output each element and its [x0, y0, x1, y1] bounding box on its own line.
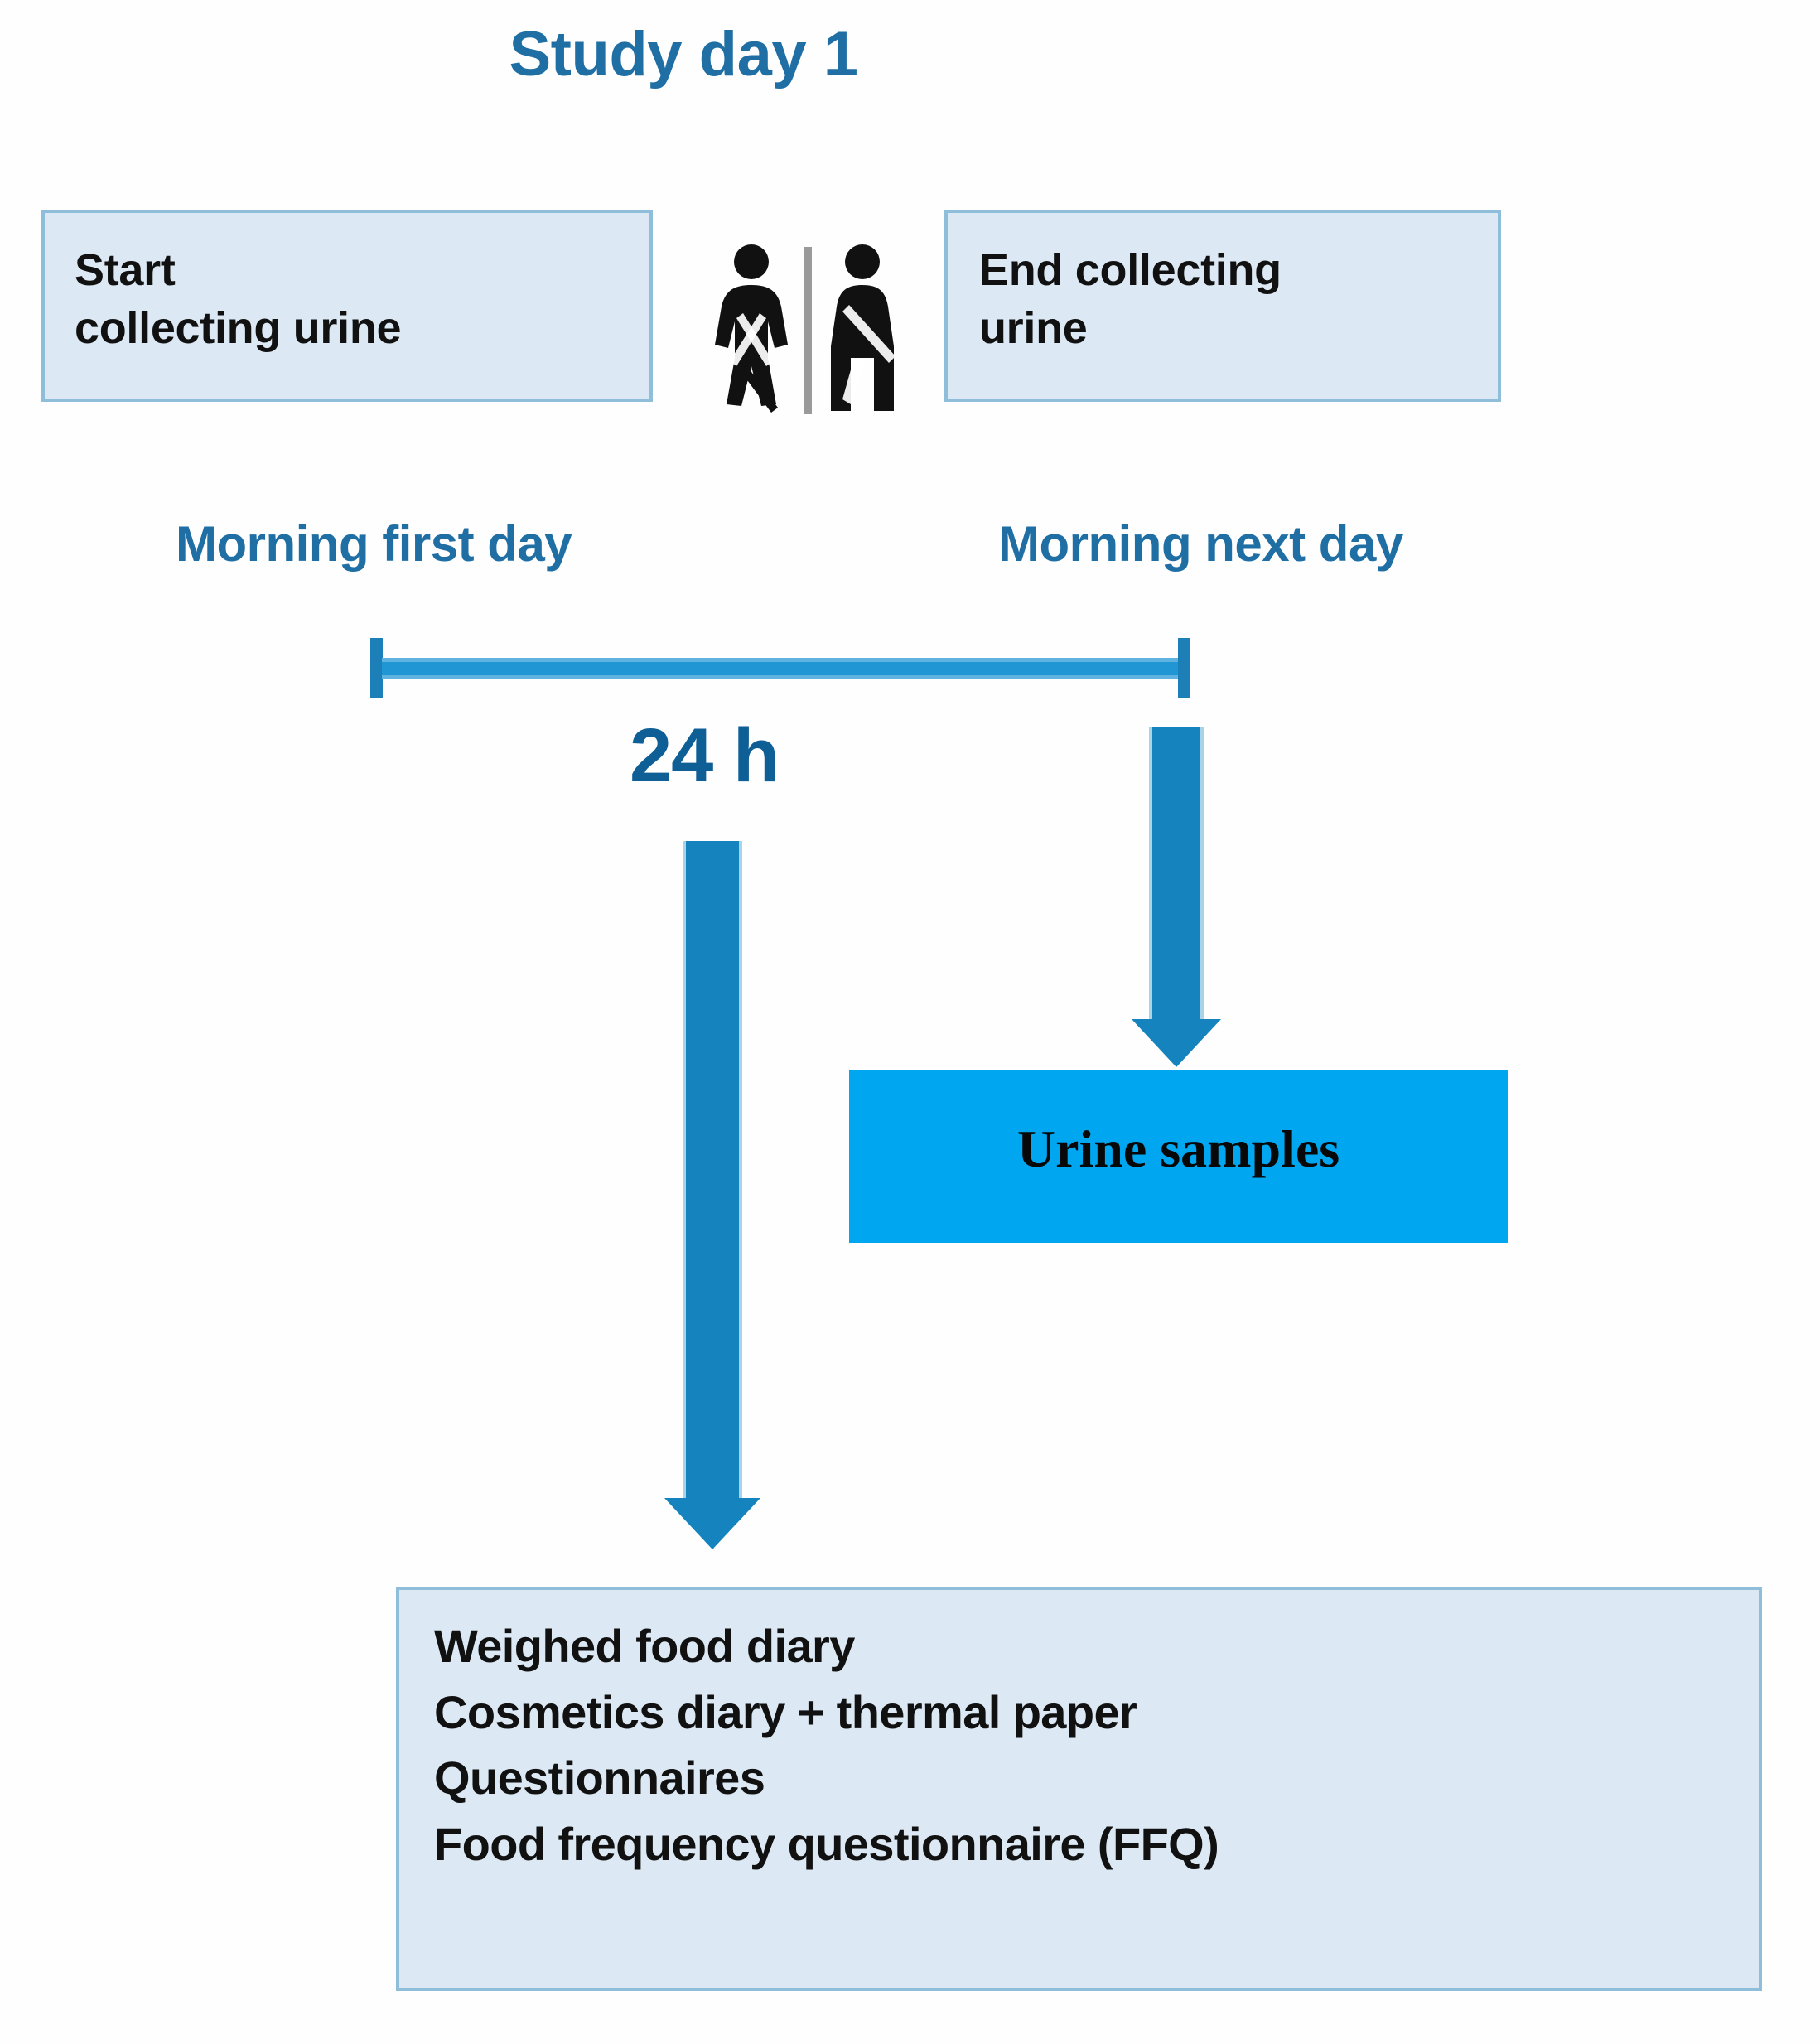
start-box-line-2: collecting urine — [75, 303, 402, 354]
start-collecting-urine-box: Start collecting urine — [41, 210, 653, 402]
arrow-shaft — [683, 841, 742, 1500]
span-bar-right-cap — [1178, 638, 1190, 698]
list-item: Cosmetics diary + thermal paper — [434, 1685, 1137, 1738]
end-box-line-1: End collecting — [979, 245, 1282, 295]
end-box-line-2: urine — [979, 303, 1088, 354]
page-title: Study day 1 — [509, 19, 858, 89]
span-bar-left-cap — [370, 638, 383, 698]
female-restroom-icon — [715, 244, 788, 413]
list-item: Weighed food diary — [434, 1620, 855, 1672]
urine-samples-label: Urine samples — [1016, 1119, 1340, 1178]
restroom-pictogram-group — [700, 242, 915, 418]
urine-samples-box: Urine samples — [849, 1070, 1508, 1243]
morning-first-day-label: Morning first day — [176, 516, 572, 572]
span-bar-rail — [382, 658, 1179, 679]
duration-span-bar-icon — [370, 638, 1190, 698]
male-restroom-icon — [831, 244, 896, 411]
arrow-shaft — [1149, 727, 1204, 1019]
down-arrow-icon-to-urine-samples — [1102, 727, 1251, 1067]
duration-label: 24 h — [630, 713, 780, 798]
study-tasks-box: Weighed food diary Cosmetics diary + the… — [396, 1587, 1762, 1991]
end-collecting-urine-box: End collecting urine — [944, 210, 1501, 402]
vertical-divider-icon — [804, 247, 812, 414]
study-tasks-list: Weighed food diary Cosmetics diary + the… — [434, 1613, 1742, 1877]
start-box-line-1: Start — [75, 245, 176, 295]
end-box-text: End collecting urine — [979, 241, 1282, 357]
arrow-head — [1132, 1019, 1221, 1067]
morning-next-day-label: Morning next day — [998, 516, 1403, 572]
list-item: Food frequency questionnaire (FFQ) — [434, 1817, 1219, 1870]
list-item: Questionnaires — [434, 1752, 765, 1805]
arrow-head — [664, 1498, 760, 1549]
start-box-text: Start collecting urine — [75, 241, 402, 357]
down-arrow-icon-to-tasks — [638, 841, 787, 1549]
